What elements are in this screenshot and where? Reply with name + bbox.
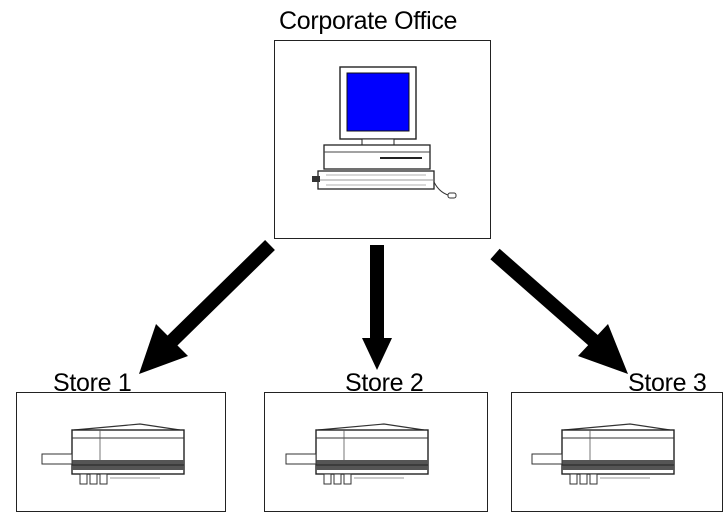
- arrow-to-store-1: [139, 239, 275, 374]
- store-2-label: Store 2: [345, 369, 424, 397]
- store-3-label: Store 3: [628, 369, 707, 397]
- arrow-to-store-3: [490, 248, 628, 374]
- arrow-to-store-2: [362, 245, 392, 370]
- store-1-label: Store 1: [53, 369, 132, 397]
- corporate-office-label: Corporate Office: [279, 7, 458, 35]
- cash-register-icon: [285, 423, 429, 485]
- desktop-computer-icon: [312, 66, 457, 199]
- cash-register-icon: [41, 423, 185, 485]
- store-2-node: [264, 392, 488, 512]
- monitor-screen: [346, 72, 410, 132]
- cash-register-icon: [531, 423, 675, 485]
